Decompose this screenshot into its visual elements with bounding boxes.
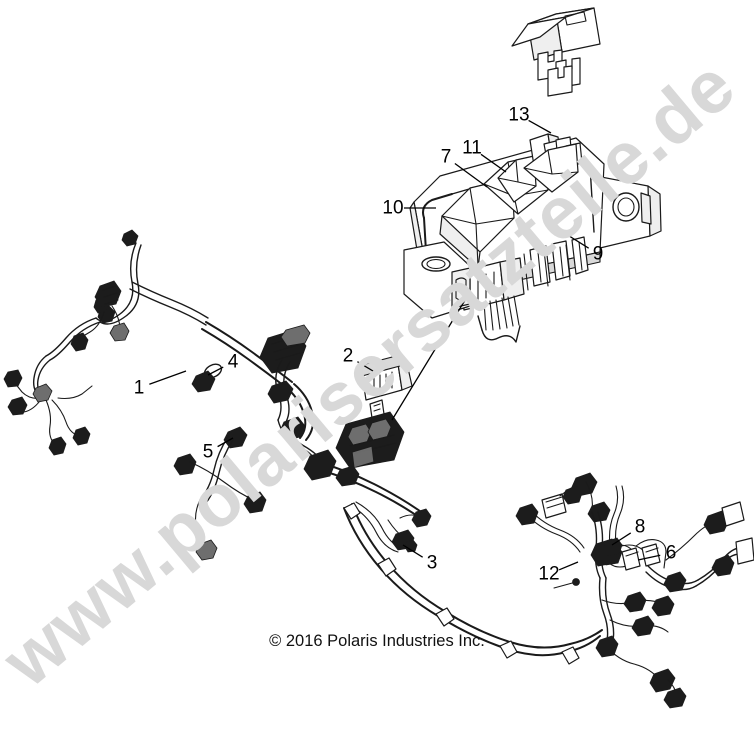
leader-line-7	[454, 162, 488, 188]
leader-line-3	[402, 544, 423, 558]
center-harness-graphic	[259, 291, 603, 665]
leader-line-11	[480, 153, 507, 173]
callout-number-9: 9	[592, 243, 604, 265]
callout-number-11: 11	[462, 137, 482, 159]
callout-number-13: 13	[508, 104, 530, 126]
callout-number-2: 2	[342, 345, 354, 367]
callout-number-10: 10	[382, 197, 404, 219]
callout-number-12: 12	[538, 563, 560, 585]
callout-number-6: 6	[665, 542, 677, 564]
leader-line-2	[357, 361, 379, 375]
leader-line-13	[528, 119, 552, 134]
callout-number-8: 8	[634, 516, 646, 538]
leader-line-8	[611, 532, 632, 546]
callout-number-5: 5	[202, 441, 214, 463]
leader-line-12	[558, 561, 579, 571]
rear-harness-graphic	[515, 472, 754, 709]
callout-number-3: 3	[426, 552, 438, 574]
exploded-relay-top-graphic	[511, 7, 601, 97]
leader-line-6	[637, 554, 661, 561]
leader-line-5	[217, 437, 234, 448]
leader-line-1	[149, 370, 187, 385]
callout-number-1: 1	[133, 377, 145, 399]
leader-line-4	[207, 366, 224, 376]
callout-number-4: 4	[227, 351, 239, 373]
copyright-notice: © 2016 Polaris Industries Inc.	[269, 632, 485, 650]
front-harness-graphic	[3, 229, 315, 561]
fuse-relay-box-graphic	[403, 133, 662, 343]
callout-leaders	[149, 119, 661, 571]
leader-line-9	[565, 233, 590, 249]
callout-number-7: 7	[440, 146, 452, 168]
